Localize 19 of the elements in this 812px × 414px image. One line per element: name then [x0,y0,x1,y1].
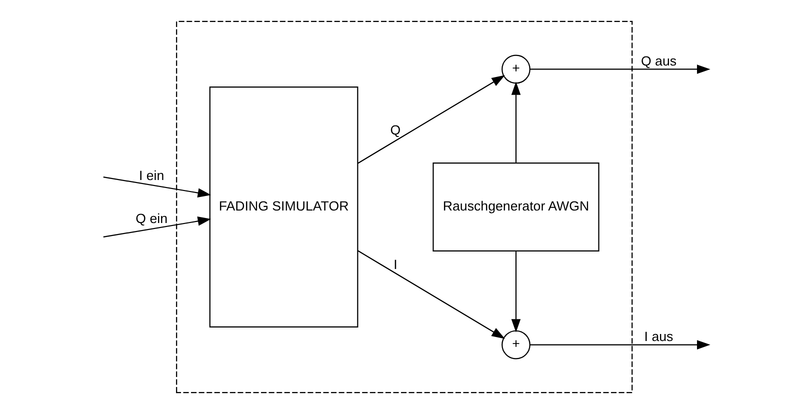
edge-label: Q aus [640,53,677,68]
edge-label: Q [390,122,401,138]
arrow [511,250,521,332]
arrow [530,64,710,74]
arrow [103,176,212,198]
edge-label: Q ein [136,211,168,226]
edge-label: I aus [644,328,674,344]
node-box: Rauschgenerator AWGN [432,162,600,252]
arrow [358,250,506,339]
arrow [530,340,710,350]
node-circle: + [502,54,530,84]
node-circle: + [502,330,530,360]
cluster [176,20,633,394]
arrow [103,216,212,238]
edge-label: I [394,256,398,272]
edge-label: I ein [138,168,164,183]
arrow [358,75,506,164]
arrow [511,82,521,164]
node-box: FADING SIMULATOR [209,86,358,328]
